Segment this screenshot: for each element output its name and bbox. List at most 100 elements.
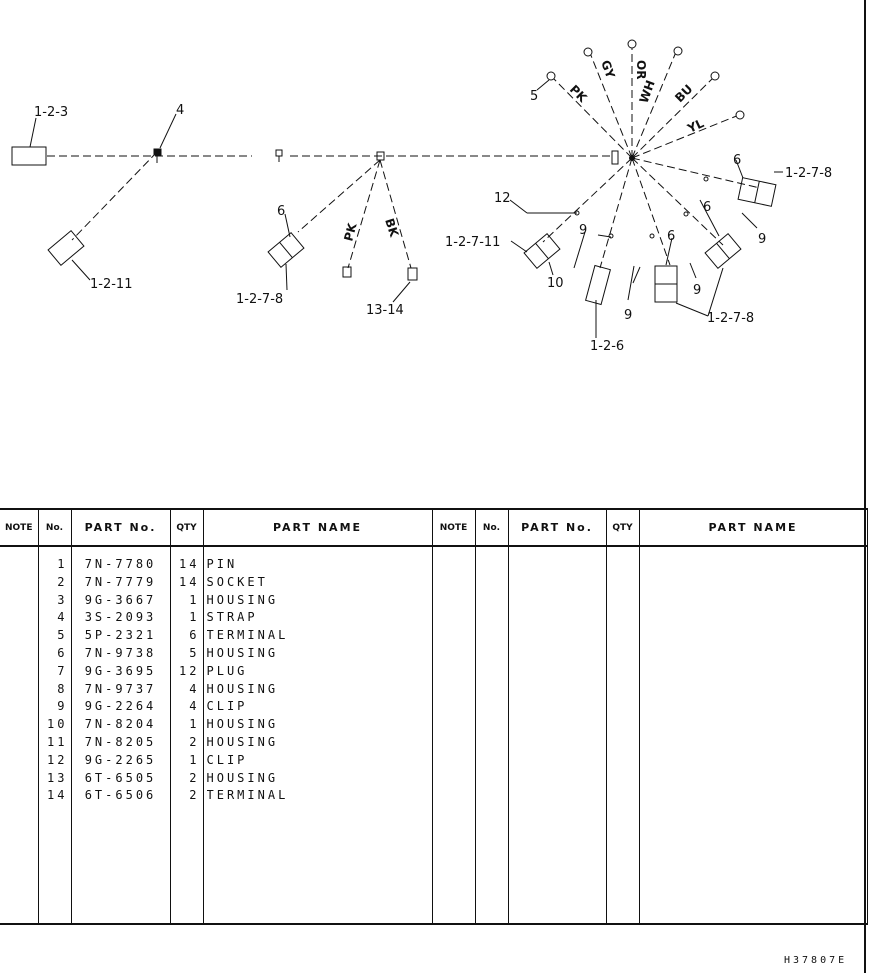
wire-label-or: OR: [634, 60, 648, 79]
table-row-qty: 4: [189, 681, 200, 696]
table-row-qty: 14: [179, 574, 200, 589]
table-row-no: 9: [57, 699, 68, 714]
table-row-qty: 12: [179, 663, 200, 678]
table-row-part-name: TERMINAL: [206, 628, 289, 643]
table-row-qty: 2: [189, 770, 200, 785]
header-no-left: No.: [38, 508, 72, 547]
callout-6-middle: 6: [277, 204, 285, 219]
header-note-left: NOTE: [0, 508, 39, 547]
table-row-qty: 14: [179, 557, 200, 571]
header-part-name-right: PART NAME: [639, 508, 868, 547]
wire-label-gy: GY: [598, 58, 618, 80]
table-row-no: 1: [57, 557, 68, 571]
table-row-qty: 1: [189, 610, 200, 625]
table-row-no: 12: [47, 752, 68, 767]
qty-column-right: [606, 546, 640, 925]
table-row-qty: 4: [189, 699, 200, 714]
callout-1-2-7-8-middle: 1-2-7-8: [236, 292, 283, 307]
table-row-part-no: 7N-9738: [84, 645, 157, 660]
table-row-part-no: 7N-8204: [84, 717, 157, 732]
frame-right-border: [864, 0, 866, 973]
wire-label-wh: WH: [637, 78, 658, 105]
table-row-qty: 1: [189, 717, 200, 732]
table-row-no: 6: [57, 645, 68, 660]
table-row-qty: 6: [189, 628, 200, 643]
table-row-no: 3: [57, 592, 68, 607]
note-column-left: [0, 546, 39, 925]
callout-9-center: 9: [693, 283, 701, 298]
table-row-no: 11: [47, 734, 68, 749]
wire-label-pk-middle: PK: [341, 221, 359, 243]
table-row-qty: 1: [189, 752, 200, 767]
callout-4: 4: [176, 103, 184, 118]
header-no-right: No.: [475, 508, 509, 547]
table-header-row: NOTE No. PART No. QTY PART NAME NOTE No.…: [0, 508, 868, 547]
table-row-part-name: CLIP: [206, 699, 248, 714]
header-part-no-left: PART No.: [71, 508, 171, 547]
table-row-part-no: 9G-3695: [84, 663, 157, 678]
callout-6-center: 6: [667, 229, 675, 244]
wire-label-bu: BU: [672, 82, 695, 105]
table-body-row: 1 2 3 4 5 6 7 8 9 10 11 12 13 14 7N-7780…: [0, 546, 868, 925]
callout-9-left: 9: [579, 223, 587, 238]
table-row-part-name: HOUSING: [206, 645, 279, 660]
table-row-part-name: HOUSING: [206, 681, 279, 696]
table-row-part-no: 6T-6505: [84, 770, 157, 785]
table-row-part-no: 9G-3667: [84, 592, 157, 607]
table-row-part-no: 6T-6506: [84, 788, 157, 803]
table-row-part-name: PLUG: [206, 663, 248, 678]
table-row-no: 2: [57, 574, 68, 589]
callout-1-2-7-8-right: 1-2-7-8: [785, 166, 832, 181]
callout-1-2-7-8-bottom: 1-2-7-8: [707, 311, 754, 326]
table-row-qty: 1: [189, 592, 200, 607]
header-qty-left: QTY: [170, 508, 204, 547]
note-column-right: [432, 546, 476, 925]
callout-1-2-3: 1-2-3: [34, 105, 68, 120]
table-row-part-name: STRAP: [206, 610, 258, 625]
table-row-part-no: 5P-2321: [84, 628, 157, 643]
part-no-column-right: [508, 546, 607, 925]
parts-list-table: NOTE No. PART No. QTY PART NAME NOTE No.…: [0, 508, 868, 925]
header-part-no-right: PART No.: [508, 508, 607, 547]
part-name-column: PIN SOCKET HOUSING STRAP TERMINAL HOUSIN…: [203, 546, 433, 925]
callout-9-right: 9: [758, 232, 766, 247]
table-row-part-name: CLIP: [206, 752, 248, 767]
table-row-part-no: 7N-7779: [84, 574, 157, 589]
callout-1-2-7-11: 1-2-7-11: [445, 235, 500, 250]
wire-label-yl: YL: [684, 116, 706, 136]
no-column: 1 2 3 4 5 6 7 8 9 10 11 12 13 14: [38, 546, 72, 925]
table-row-part-name: PIN: [206, 557, 238, 571]
callout-12: 12: [494, 191, 511, 206]
table-row-part-name: TERMINAL: [206, 788, 289, 803]
table-row-part-no: 9G-2264: [84, 699, 157, 714]
header-qty-right: QTY: [606, 508, 640, 547]
table-row-part-name: HOUSING: [206, 592, 279, 607]
wire-label-pk: PK: [567, 82, 590, 105]
no-column-right: [475, 546, 509, 925]
drawing-id: H37807E: [784, 955, 848, 966]
callout-6-right: 6: [703, 200, 711, 215]
table-row-qty: 2: [189, 788, 200, 803]
callout-9-bottom: 9: [624, 308, 632, 323]
table-row-no: 7: [57, 663, 68, 678]
table-row-part-name: HOUSING: [206, 734, 279, 749]
callout-1-2-11: 1-2-11: [90, 277, 132, 292]
part-name-column-right: [639, 546, 868, 925]
table-row-no: 13: [47, 770, 68, 785]
table-row-part-name: HOUSING: [206, 717, 279, 732]
callout-1-2-6: 1-2-6: [590, 339, 624, 354]
header-note-right: NOTE: [432, 508, 476, 547]
callout-6-far-right: 6: [733, 153, 741, 168]
table-row-qty: 2: [189, 734, 200, 749]
table-row-part-no: 9G-2265: [84, 752, 157, 767]
table-row-qty: 5: [189, 645, 200, 660]
part-no-column: 7N-7780 7N-7779 9G-3667 3S-2093 5P-2321 …: [71, 546, 171, 925]
table-row-no: 14: [47, 788, 68, 803]
table-row-part-name: HOUSING: [206, 770, 279, 785]
table-row-no: 4: [57, 610, 68, 625]
wiring-harness-diagram: 1-2-3 4 1-2-11 6 1-2-7-8 13-14 5 12 1-2-…: [11, 39, 832, 354]
table-row-no: 5: [57, 628, 68, 643]
header-part-name-left: PART NAME: [203, 508, 433, 547]
table-row-part-no: 3S-2093: [84, 610, 157, 625]
callout-10: 10: [547, 276, 564, 291]
